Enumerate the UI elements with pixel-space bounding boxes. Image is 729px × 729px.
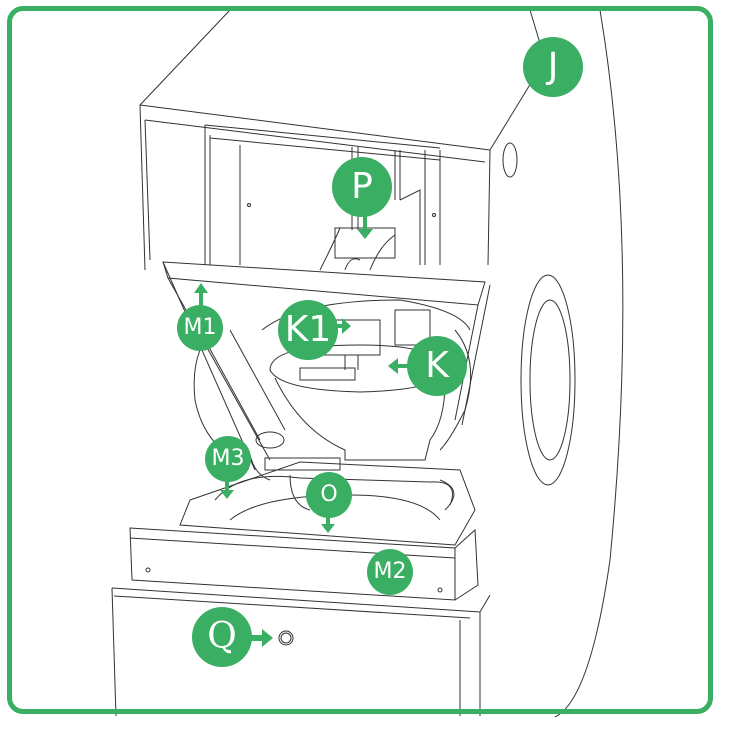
callout-m1-label: M1 <box>183 315 217 340</box>
callout-m2: M2 <box>367 549 413 595</box>
callout-m3-label: M3 <box>211 446 245 471</box>
tray <box>179 457 476 546</box>
callout-m3: M3 <box>205 436 251 482</box>
carriage <box>319 189 421 271</box>
arrow-down-icon <box>357 215 373 239</box>
callout-p-label: P <box>351 166 373 207</box>
front-panel <box>129 527 479 601</box>
callout-k1-label: K1 <box>284 309 332 350</box>
callout-q-label: Q <box>207 616 237 657</box>
callout-o-label: O <box>320 482 338 507</box>
callout-k-label: K <box>425 345 449 386</box>
callout-k1: K1 <box>278 300 338 360</box>
callout-p: P <box>332 157 392 217</box>
callout-m1: M1 <box>177 305 223 351</box>
tube <box>204 329 286 481</box>
arrow-left-icon <box>388 358 410 374</box>
inner-chamber <box>204 124 441 265</box>
arrow-right-icon <box>250 629 273 647</box>
arrow-down-icon <box>321 510 335 533</box>
arrow-down-icon <box>220 478 234 499</box>
callout-q: Q <box>192 607 252 667</box>
base <box>111 587 491 717</box>
callout-j-label: J <box>547 46 559 87</box>
callout-m2-label: M2 <box>373 559 407 584</box>
side-ring <box>520 274 576 486</box>
housing <box>139 9 624 718</box>
arrow-up-icon <box>194 283 208 307</box>
callout-k: K <box>407 336 467 396</box>
arrow-right-icon <box>334 318 351 334</box>
callout-j: J <box>523 37 583 97</box>
